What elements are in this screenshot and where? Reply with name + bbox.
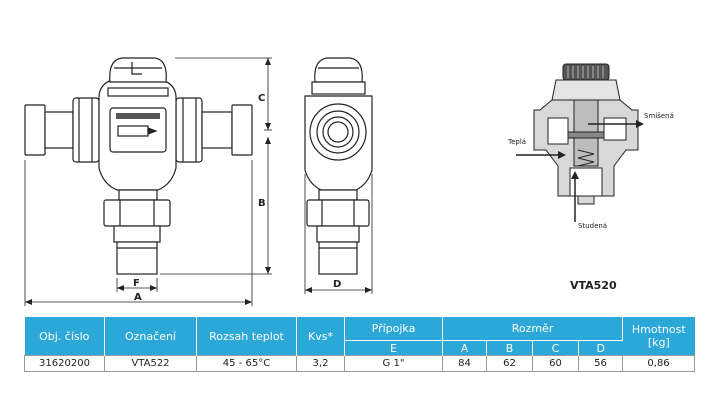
side-view: [304, 57, 373, 275]
cross-section: [533, 63, 639, 205]
cell-dim-d: 56: [577, 355, 624, 372]
header-weight: Hmotnost [kg]: [622, 317, 695, 356]
header-dim-a: A: [442, 340, 487, 356]
header-connection-sub: E: [344, 340, 443, 356]
cell-dim-a: 84: [442, 355, 487, 372]
model-label: VTA520: [570, 279, 617, 292]
cell-designation: VTA522: [104, 355, 197, 372]
dim-label-d: D: [333, 279, 341, 290]
flow-label-mixed: Smíšená: [644, 112, 674, 120]
cell-dim-c: 60: [532, 355, 579, 372]
dim-label-c: C: [258, 93, 265, 104]
cell-part-no: 31620200: [24, 355, 105, 372]
header-temp-range: Rozsah teplot: [196, 317, 297, 356]
side-dimensions: [304, 174, 373, 294]
cell-weight: 0,86: [622, 355, 696, 372]
dim-label-a: A: [134, 292, 142, 303]
table-row: 31620200 VTA522 45 - 65°C 3,2 G 1" 84 62…: [24, 355, 696, 372]
header-dimension: Rozměr: [442, 317, 624, 341]
cell-temp-range: 45 - 65°C: [196, 355, 297, 372]
header-weight-line2: [kg]: [647, 336, 670, 349]
header-dim-d: D: [578, 340, 623, 356]
cell-kvs: 3,2: [296, 355, 345, 372]
dim-label-b: B: [258, 198, 266, 209]
flow-label-hot: Teplá: [507, 138, 526, 146]
header-dim-c: C: [532, 340, 579, 356]
flow-label-cold: Studená: [578, 222, 607, 230]
dim-label-f: F: [133, 278, 140, 289]
table-subheader-row: E A B C D: [25, 340, 695, 356]
header-dim-b: B: [486, 340, 533, 356]
technical-drawings: C B F A D: [24, 57, 674, 306]
front-view: [24, 57, 253, 275]
header-part-no: Obj. číslo: [24, 317, 105, 356]
front-dimensions: [24, 57, 272, 306]
header-designation: Označení: [104, 317, 197, 356]
cell-dim-b: 62: [486, 355, 533, 372]
table-header-row: Obj. číslo Označení Rozsah teplot Kvs* P…: [24, 317, 695, 356]
cell-connection: G 1": [344, 355, 443, 372]
spec-table: Obj. číslo Označení Rozsah teplot Kvs* P…: [24, 317, 696, 372]
header-kvs: Kvs*: [296, 317, 345, 356]
header-connection: Přípojka: [344, 317, 443, 341]
flow-arrows: [516, 123, 640, 222]
header-weight-line1: Hmotnost: [631, 323, 686, 336]
